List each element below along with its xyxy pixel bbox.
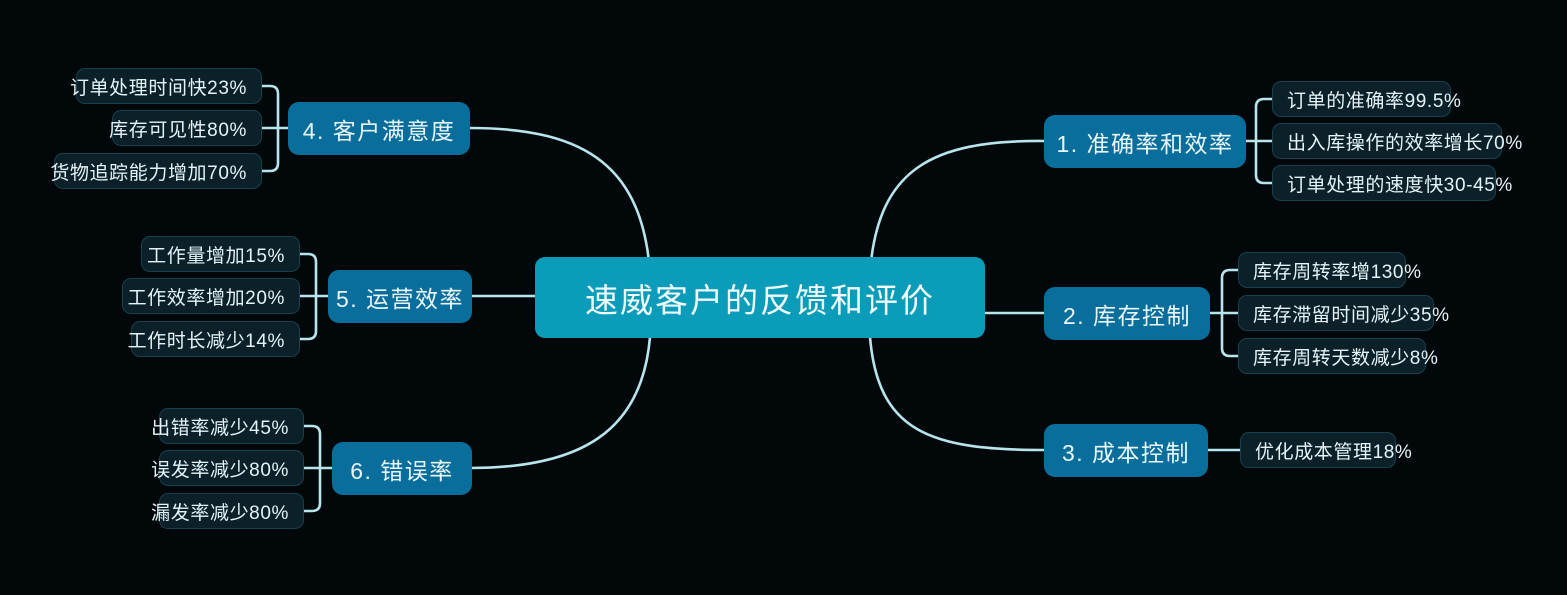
leaf-node-6-3[interactable]: 漏发率减少80%: [151, 493, 304, 529]
branch-node-2[interactable]: 2. 库存控制: [1044, 287, 1210, 340]
edge-branch-4-bracket: [260, 84, 280, 173]
leaf-node-6-2-label: 误发率减少80%: [151, 459, 289, 481]
leaf-node-6-3-label: 漏发率减少80%: [151, 502, 289, 524]
branch-node-3[interactable]: 3. 成本控制: [1044, 424, 1208, 477]
leaf-node-2-3[interactable]: 库存周转天数减少8%: [1238, 338, 1438, 374]
leaf-node-1-3-label: 订单处理的速度快30-45%: [1287, 174, 1513, 196]
edge-branch-5-bracket: [298, 252, 318, 341]
leaf-node-6-2[interactable]: 误发率减少80%: [151, 450, 304, 486]
leaf-node-1-1-label: 订单的准确率99.5%: [1287, 90, 1462, 112]
leaf-node-3-1[interactable]: 优化成本管理18%: [1240, 432, 1412, 468]
leaf-node-5-1-label: 工作量增加15%: [147, 245, 285, 267]
leaf-node-4-2-label: 库存可见性80%: [109, 119, 247, 141]
leaf-node-4-3-label: 货物追踪能力增加70%: [50, 162, 247, 184]
leaf-node-3-1-label: 优化成本管理18%: [1255, 441, 1413, 463]
edge-branch-1-bracket: [1254, 97, 1274, 185]
edge-branch-2-bracket: [1220, 268, 1240, 358]
leaf-node-5-3[interactable]: 工作时长减少14%: [127, 321, 300, 357]
edge-center-branch-1: [868, 139, 1046, 274]
branch-node-6[interactable]: 6. 错误率: [332, 442, 472, 495]
leaf-node-5-2-label: 工作效率增加20%: [127, 287, 285, 309]
branch-node-4[interactable]: 4. 客户满意度: [288, 102, 470, 155]
leaf-node-5-2[interactable]: 工作效率增加20%: [122, 278, 300, 314]
branch-node-5[interactable]: 5. 运营效率: [328, 270, 472, 323]
leaf-node-1-3[interactable]: 订单处理的速度快30-45%: [1272, 165, 1512, 201]
branch-node-1[interactable]: 1. 准确率和效率: [1044, 115, 1246, 168]
edge-center-branch-6: [468, 335, 652, 470]
leaf-node-2-1-label: 库存周转率增130%: [1253, 261, 1422, 283]
center-node[interactable]: 速威客户的反馈和评价: [535, 257, 985, 338]
leaf-node-2-2-label: 库存滞留时间减少35%: [1253, 304, 1450, 326]
branch-node-3-label: 3. 成本控制: [1061, 439, 1191, 466]
branch-node-6-label: 6. 错误率: [350, 457, 454, 484]
leaf-node-1-2-label: 出入库操作的效率增长70%: [1287, 132, 1523, 154]
leaf-node-4-2[interactable]: 库存可见性80%: [109, 110, 262, 146]
branch-node-1-label: 1. 准确率和效率: [1056, 130, 1234, 157]
leaf-node-6-1[interactable]: 出错率减少45%: [151, 408, 304, 444]
leaf-node-2-3-label: 库存周转天数减少8%: [1253, 347, 1439, 369]
leaf-node-5-1[interactable]: 工作量增加15%: [141, 236, 300, 272]
center-node-label: 速威客户的反馈和评价: [585, 281, 935, 319]
leaf-node-4-3[interactable]: 货物追踪能力增加70%: [50, 153, 262, 189]
leaf-node-1-2[interactable]: 出入库操作的效率增长70%: [1272, 123, 1522, 159]
leaf-node-1-1[interactable]: 订单的准确率99.5%: [1272, 81, 1461, 117]
edge-center-branch-3: [868, 335, 1046, 452]
leaf-node-2-1[interactable]: 库存周转率增130%: [1238, 252, 1421, 288]
edge-center-branch-4: [468, 126, 652, 274]
leaf-node-2-2[interactable]: 库存滞留时间减少35%: [1238, 295, 1449, 331]
branch-node-4-label: 4. 客户满意度: [302, 117, 456, 144]
leaf-node-5-3-label: 工作时长减少14%: [127, 330, 285, 352]
leaf-node-4-1[interactable]: 订单处理时间快23%: [70, 68, 262, 104]
edge-branch-6-bracket: [302, 424, 322, 513]
leaf-node-6-1-label: 出错率减少45%: [151, 417, 289, 439]
branch-node-2-label: 2. 库存控制: [1062, 302, 1192, 329]
branch-node-5-label: 5. 运营效率: [335, 285, 465, 312]
leaf-node-4-1-label: 订单处理时间快23%: [69, 77, 247, 99]
